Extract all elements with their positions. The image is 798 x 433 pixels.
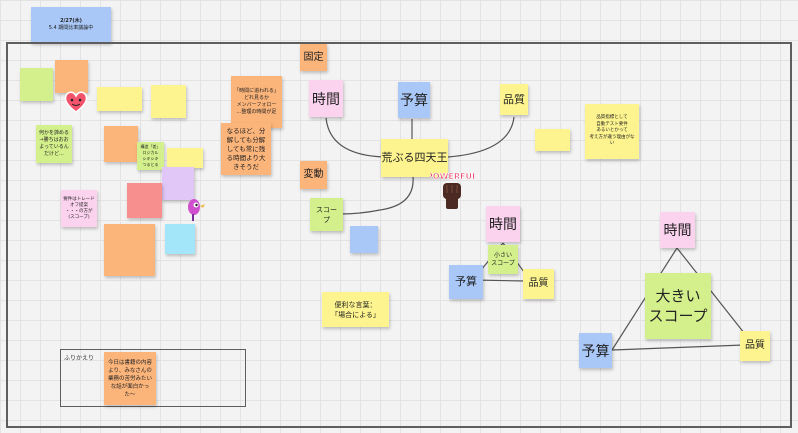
sticky-note[interactable] [165, 224, 195, 254]
sticky-note-green-left[interactable]: 何かを諦める →勝ちはおおよっているんだけど... [36, 125, 72, 163]
sticky-note-budget-small[interactable]: 予算 [449, 265, 483, 299]
note-text: 何かを諦める →勝ちはおおよっているんだけど... [38, 130, 69, 157]
note-text: 時間 [663, 223, 692, 239]
sticky-note-useful-words[interactable]: 便利な言葉： 「場合による」 [322, 292, 389, 327]
note-text: 荒ぶる四天王 [381, 151, 448, 164]
note-text: 予算 [581, 343, 610, 360]
note-text: 予算 [400, 93, 428, 109]
sticky-note[interactable] [55, 60, 88, 93]
sticky-note-green-small[interactable]: 構造「差」 ロジカル シキシキ つるとる [137, 142, 164, 170]
fist-icon[interactable]: POWERFUL [427, 167, 477, 211]
note-text: 小さい スコープ [491, 251, 515, 267]
sticky-note[interactable] [167, 148, 203, 168]
sticky-note[interactable] [127, 183, 162, 218]
sticky-note-quality[interactable]: 品質 [500, 84, 528, 115]
note-text: 今日は書籍の内容より、みなさんの業務の苦労みたいな話が面白かった〜 [107, 359, 152, 398]
sticky-note-time-chased[interactable]: 「時間に追われる」 どれ見るか メンバーフォロー ...整理の時間が足 [231, 76, 282, 128]
sticky-note-budget-big[interactable]: 予算 [579, 333, 612, 368]
sticky-note-quality-small[interactable]: 品質 [523, 269, 554, 299]
note-text: 「時間に追われる」 どれ見るか メンバーフォロー ...整理の時間が足 [234, 88, 279, 115]
sticky-note-small-scope[interactable]: 小さい スコープ [488, 245, 518, 274]
note-text: 構造「差」 ロジカル シキシキ つるとる [140, 144, 161, 167]
note-text: 品質 [528, 278, 549, 289]
note-text: なるほど、分解しても分解しても常に残る時間より大きそうだ [226, 126, 266, 171]
note-text: 大きい スコープ [648, 287, 708, 325]
powerful-text: POWERFUL [430, 172, 474, 181]
sticky-note-retro[interactable]: 今日は書籍の内容より、みなさんの業務の苦労みたいな話が面白かった〜 [104, 352, 156, 405]
sticky-note[interactable] [535, 129, 570, 151]
sticky-note-time[interactable]: 時間 [309, 80, 343, 117]
sticky-note-quality-big[interactable]: 品質 [740, 331, 770, 361]
note-text: 品質 [745, 340, 765, 351]
note-text: 変動 [303, 169, 324, 180]
sticky-note[interactable] [162, 167, 194, 200]
sticky-note-scope[interactable]: スコープ [310, 198, 343, 231]
note-text: 品質指標として 自動テスト要件 あるいとかって 考え方が違う理由がない [589, 115, 635, 147]
sticky-note[interactable] [97, 87, 142, 111]
sticky-note-fixed[interactable]: 固定 [300, 44, 327, 71]
date-line: 2/27(木) [60, 18, 82, 24]
sticky-note-time-big[interactable]: 時間 [660, 212, 695, 248]
sticky-note-split[interactable]: なるほど、分解しても分解しても常に残る時間より大きそうだ [221, 123, 271, 175]
note-text: 時間 [312, 91, 340, 108]
sticky-note[interactable] [104, 224, 155, 276]
sticky-note-time-small[interactable]: 時間 [486, 206, 520, 242]
retro-label: ふりかえり [64, 355, 95, 362]
sticky-note[interactable] [350, 226, 378, 253]
note-text: 便利な言葉： 「場合による」 [331, 300, 380, 319]
sticky-note-big-scope[interactable]: 大きい スコープ [645, 273, 711, 339]
sticky-note-red-text[interactable]: 要件はトレードオフ提案 ・・・の方が (スコープ) [61, 190, 97, 227]
sticky-note-center[interactable]: 荒ぶる四天王 [381, 139, 448, 177]
note-text: 要件はトレードオフ提案 ・・・の方が (スコープ) [63, 196, 95, 220]
retro-frame [60, 349, 246, 407]
note-text: 固定 [303, 51, 324, 63]
sticky-note[interactable] [151, 85, 186, 118]
sticky-note[interactable] [104, 126, 138, 162]
pink-character-icon[interactable] [184, 197, 206, 223]
board-frame [6, 42, 792, 428]
note-text: 品質 [503, 92, 525, 106]
date-note[interactable]: 2/27(木) 5.4 期間比率議論中 [31, 7, 111, 43]
date-subline: 5.4 期間比率議論中 [48, 25, 94, 31]
heart-face-icon[interactable] [63, 90, 89, 114]
sticky-note[interactable] [20, 68, 53, 101]
note-text: スコープ [316, 205, 337, 224]
sticky-note-variable[interactable]: 変動 [300, 161, 327, 189]
note-text: 時間 [489, 217, 517, 233]
note-text: 予算 [455, 275, 477, 288]
sticky-note-right[interactable]: 品質指標として 自動テスト要件 あるいとかって 考え方が違う理由がない [585, 104, 639, 159]
sticky-note-budget[interactable]: 予算 [398, 82, 430, 118]
